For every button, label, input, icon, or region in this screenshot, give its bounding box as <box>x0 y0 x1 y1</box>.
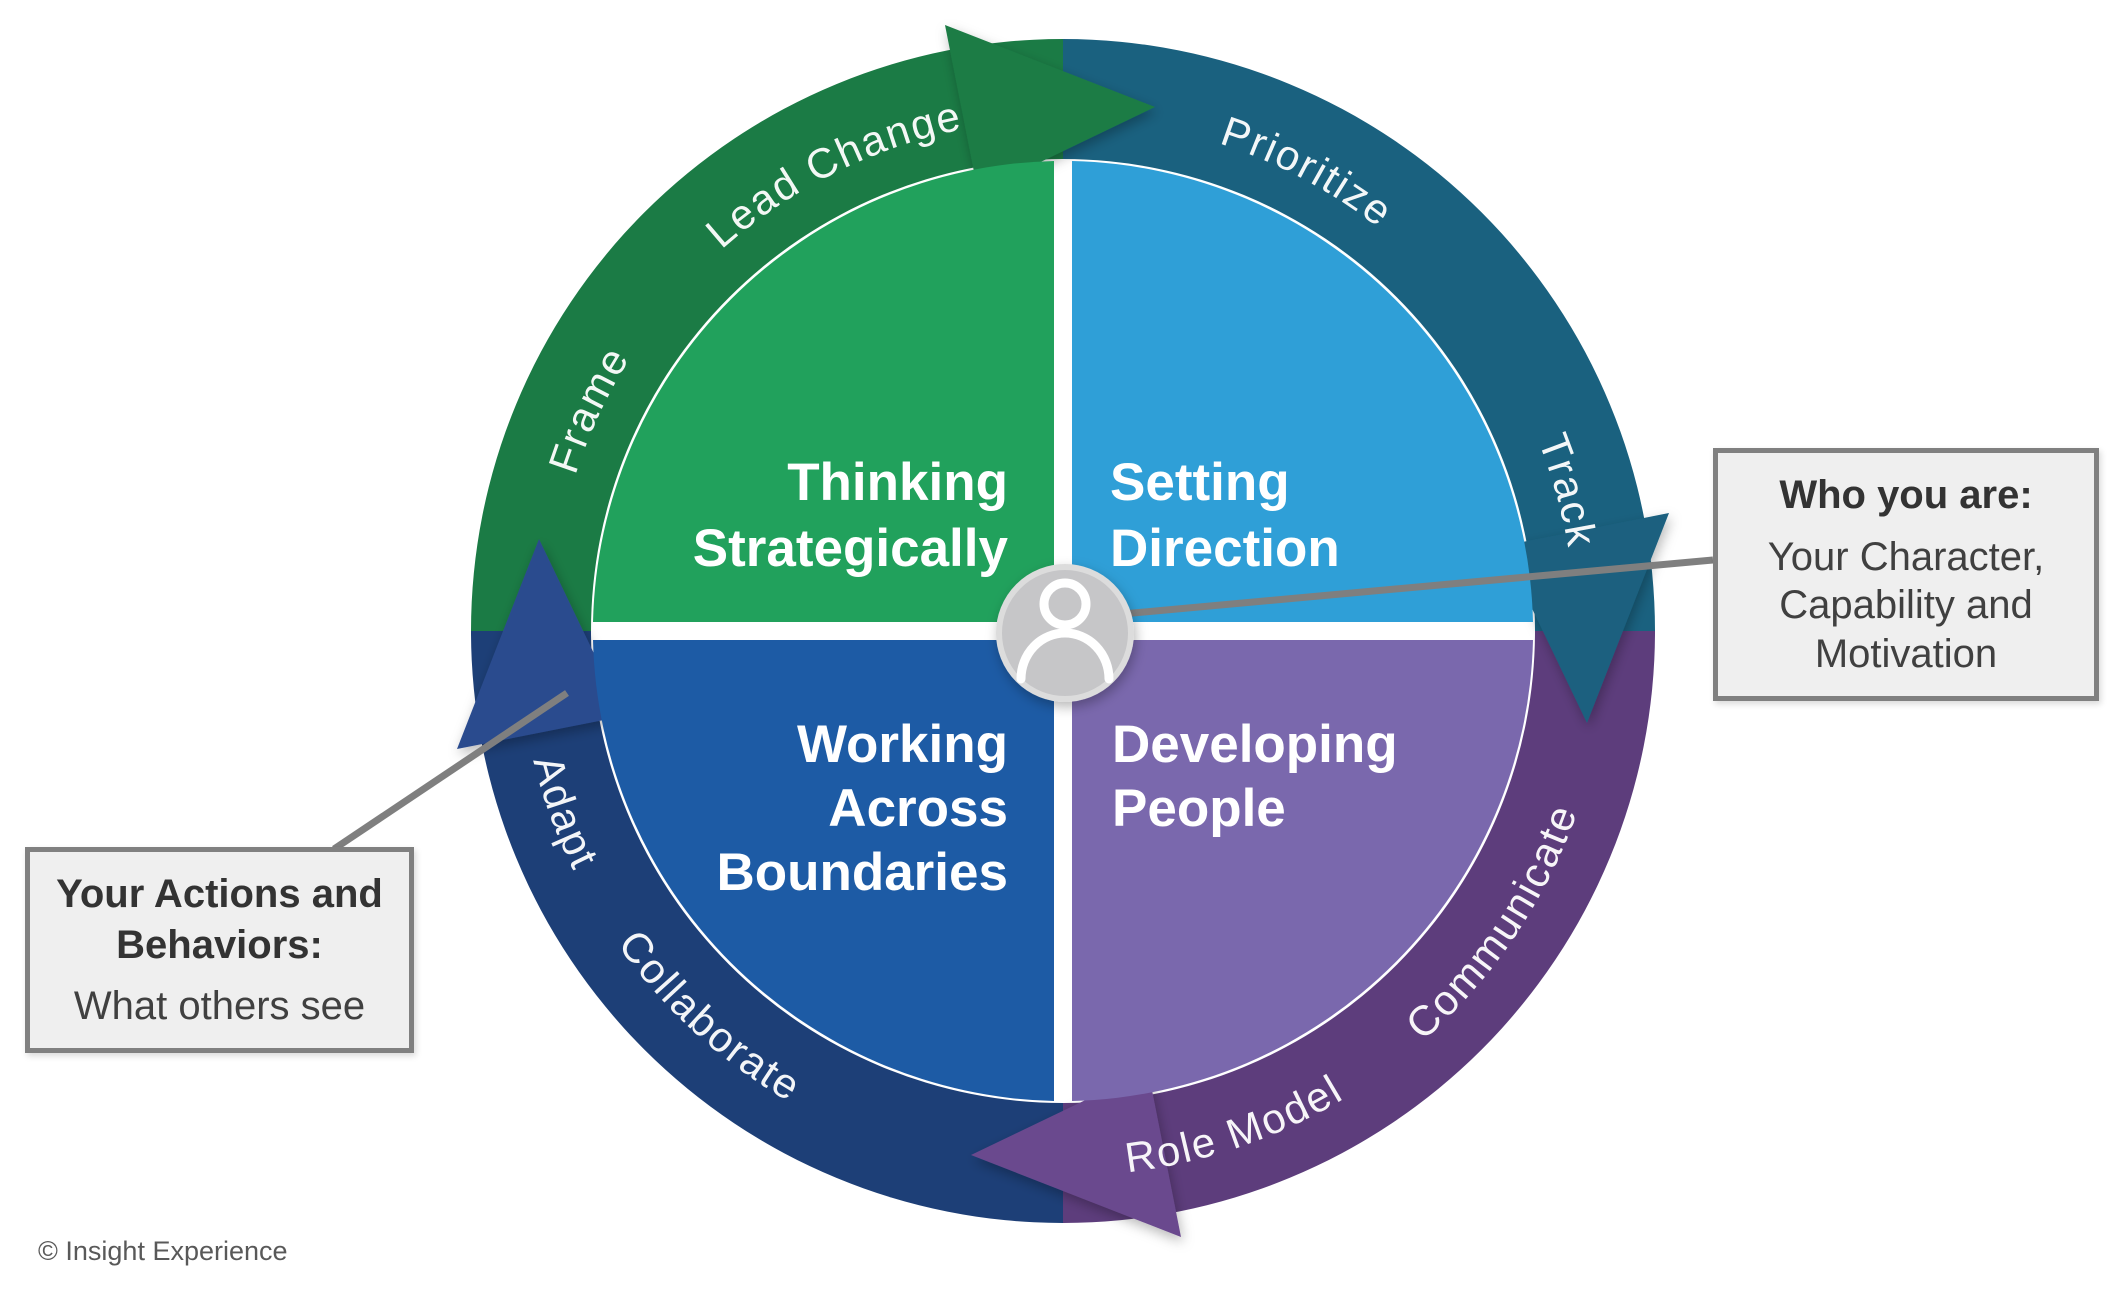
thinking-strategically-label-line2: Strategically <box>693 519 1009 578</box>
developing-people-label-line1: Developing <box>1112 715 1398 774</box>
center-avatar <box>996 564 1134 702</box>
callout-who-body: Your Character, Capability and Motivatio… <box>1767 534 2045 677</box>
arrow-top-icon <box>945 25 1155 192</box>
callout-who-title: Who you are: <box>1779 473 2033 518</box>
person-shoulders-icon <box>1016 628 1114 684</box>
working-across-boundaries-label-line3: Boundaries <box>716 843 1008 902</box>
quadrant-working-across-boundaries <box>593 640 1054 1101</box>
connector-line-who-you-are <box>1121 556 1714 618</box>
quadrant-thinking-strategically <box>593 161 1054 622</box>
person-icon <box>1039 578 1091 630</box>
callout-actions-behaviors: Your Actions and Behaviors: What others … <box>25 847 414 1053</box>
developing-people-label-line2: People <box>1112 779 1286 838</box>
working-across-boundaries-label-line1: Working <box>797 715 1008 774</box>
connector-line-actions-behaviors <box>332 690 569 852</box>
callout-who-you-are: Who you are: Your Character, Capability … <box>1713 448 2099 701</box>
quadrant-developing-people <box>1072 640 1533 1101</box>
callout-actions-body: What others see <box>73 983 366 1028</box>
arrow-left-icon <box>457 539 624 749</box>
working-across-boundaries-label-line2: Across <box>828 779 1008 838</box>
setting-direction-label-line2: Direction <box>1110 519 1340 578</box>
copyright-notice: © Insight Experience <box>38 1236 288 1266</box>
setting-direction-label-line1: Setting <box>1110 453 1290 512</box>
quadrant-setting-direction <box>1072 161 1533 622</box>
callout-connectors <box>332 556 1714 852</box>
thinking-strategically-label-line1: Thinking <box>787 453 1008 512</box>
arrow-bottom-icon <box>971 1070 1181 1237</box>
callout-actions-title: Your Actions and Behaviors: <box>56 872 383 967</box>
flow-arrows <box>457 25 1669 1237</box>
quadrant-headings: Thinking Strategically Setting Direction… <box>693 453 1398 902</box>
inner-quadrants <box>593 161 1533 1101</box>
